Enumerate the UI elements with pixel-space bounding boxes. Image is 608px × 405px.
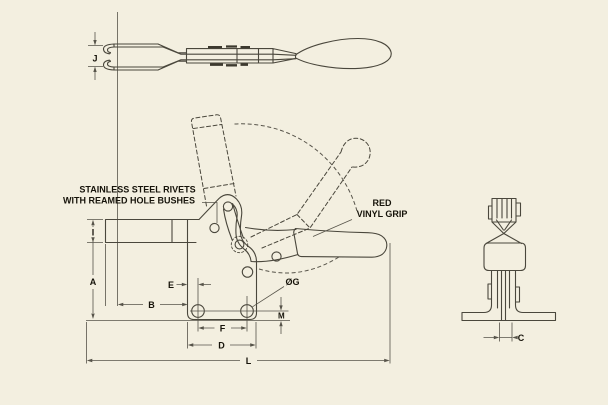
side-view: C xyxy=(461,197,557,343)
center-pivot-boss xyxy=(230,235,249,254)
dim-b: B xyxy=(117,300,188,310)
dim-j: J xyxy=(88,32,103,80)
bar-rails-end xyxy=(490,269,517,322)
front-view: I A B E ØG M F xyxy=(63,114,408,366)
dim-e: E xyxy=(168,280,211,290)
fork-lower-prong xyxy=(102,59,115,71)
dim-label-f: F xyxy=(220,323,226,333)
projection-lines xyxy=(105,12,118,306)
dim-label-b: B xyxy=(148,300,155,310)
spring-bars xyxy=(113,43,297,71)
grip-topview xyxy=(294,37,392,70)
dim-c: C xyxy=(483,322,525,343)
handle-end xyxy=(491,197,517,235)
dim-label-d: D xyxy=(218,340,225,350)
top-view: J xyxy=(88,32,392,80)
dim-i-a: I A xyxy=(87,219,103,319)
fork-upper-prong xyxy=(102,43,115,55)
dim-label-l: L xyxy=(246,356,252,366)
dim-label-g: ØG xyxy=(285,277,299,287)
bracket-inner-edge xyxy=(232,204,252,262)
handle-lever xyxy=(244,226,299,263)
dim-m: M xyxy=(278,297,285,334)
dim-label-a: A xyxy=(90,277,97,287)
handle-open-phantom xyxy=(250,137,371,249)
handle-grip xyxy=(293,227,388,258)
dim-d: D xyxy=(187,322,257,350)
clamp-bar-open-phantom xyxy=(190,114,237,207)
grip-note-line2: VINYL GRIP xyxy=(357,209,408,219)
base-feet-end xyxy=(461,304,557,322)
lever-motion-arc xyxy=(258,256,340,274)
rail-tabs xyxy=(487,283,521,303)
left-rivet-bush xyxy=(209,222,220,234)
dim-label-e: E xyxy=(168,280,174,290)
rivets-note: STAINLESS STEEL RIVETS WITH REAMED HOLE … xyxy=(63,185,218,223)
rivets-note-line1: STAINLESS STEEL RIVETS xyxy=(79,185,195,195)
dim-f: F xyxy=(198,323,247,333)
base-plate xyxy=(186,218,258,321)
dim-label-j: J xyxy=(92,54,97,64)
top-rivet xyxy=(222,201,234,212)
plate-hole xyxy=(241,266,254,278)
lever-rivet xyxy=(271,251,282,262)
motion-arc xyxy=(234,123,358,212)
dim-label-m: M xyxy=(278,312,285,321)
dim-g: ØG xyxy=(252,277,300,308)
clamp-bar xyxy=(104,218,200,244)
dim-label-i: I xyxy=(92,228,95,238)
grip-note-line1: RED xyxy=(372,198,392,208)
pivot-bracket xyxy=(198,194,258,269)
grip-note: RED VINYL GRIP xyxy=(312,198,408,237)
dim-label-c: C xyxy=(518,333,525,343)
toggle-link xyxy=(222,202,244,241)
dim-l: L xyxy=(86,243,391,366)
handle-end-tabs xyxy=(487,202,522,220)
center-pivot xyxy=(234,239,245,250)
rivet-stubs xyxy=(208,45,250,67)
grip-end-block xyxy=(483,232,527,272)
rivet-plate-topview xyxy=(185,48,297,64)
rivets-note-line2: WITH REAMED HOLE BUSHES xyxy=(63,196,195,206)
